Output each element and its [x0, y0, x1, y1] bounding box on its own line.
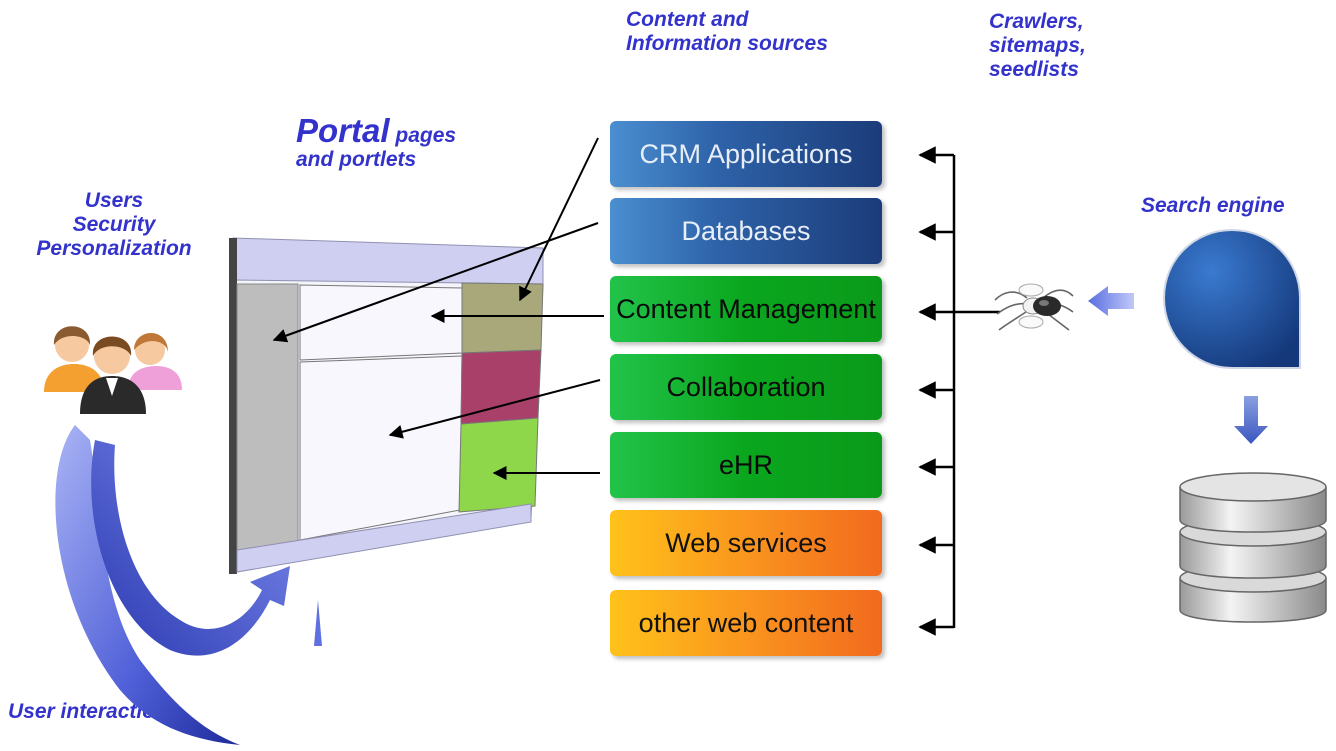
portal-big-label: Portal [296, 112, 390, 149]
content-sources-line1: Content and [626, 8, 749, 31]
source-box-collaboration: Collaboration [610, 354, 882, 420]
content-sources-line2: Information sources [626, 32, 828, 56]
source-box-content-management: Content Management [610, 276, 882, 342]
source-to-portal-arrows [272, 137, 604, 480]
portal-small-label: pages [395, 124, 457, 147]
crawlers-line2: sitemaps, [989, 34, 1086, 58]
crawler-bracket [918, 146, 1000, 636]
source-box-ehr: eHR [610, 432, 882, 498]
users-line1: Users [84, 189, 144, 212]
users-icon [44, 326, 182, 414]
engine-to-crawler-arrow [1088, 286, 1134, 316]
portal-page [229, 237, 544, 574]
index-database-icon [1179, 472, 1327, 623]
crawlers-line3: seedlists [989, 58, 1079, 82]
spider-crawler-icon [994, 283, 1074, 331]
source-box-other-web-content: other web content [610, 590, 882, 656]
portal-line2-label: and portlets [296, 147, 417, 171]
crawlers-heading: Crawlers, sitemaps, seedlists [989, 10, 1086, 82]
search-engine-icon [1162, 228, 1301, 369]
users-line3: Personalization [36, 237, 192, 261]
user-interaction-label: User interaction [8, 700, 168, 723]
content-sources-heading: Content and Information sources [626, 8, 828, 56]
users-heading: Users Security Personalization [14, 189, 214, 261]
search-engine-label: Search engine [1141, 194, 1285, 217]
source-box-databases: Databases [610, 198, 882, 264]
engine-to-index-arrow [1234, 396, 1268, 444]
source-box-crm-applications: CRM Applications [610, 121, 882, 187]
portal-heading: Portal pages and portlets [296, 112, 456, 172]
source-box-web-services: Web services [610, 510, 882, 576]
user-interaction-arrows [55, 425, 322, 745]
crawlers-line1: Crawlers, [989, 10, 1084, 33]
users-line2: Security [72, 213, 156, 237]
